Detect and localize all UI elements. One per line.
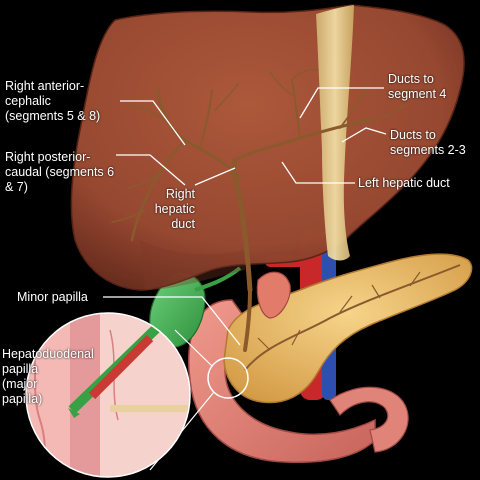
leader-right-anterior: [120, 100, 186, 146]
pancreas: [223, 253, 473, 404]
label-left-hepatic: Left hepatic duct: [358, 176, 450, 190]
leader-right-posterior: [116, 154, 186, 186]
cystic-duct: [194, 266, 242, 292]
pancreatic-duct-branches: [257, 271, 421, 351]
pancreatic-duct: [244, 264, 461, 371]
falciform-ligament: [316, 5, 354, 261]
leader-left-hepatic: [281, 161, 355, 184]
leader-seg23: [341, 127, 387, 143]
inset-pancreatic-duct: [110, 405, 190, 412]
label-right-hepatic: Right hepatic duct: [154, 187, 195, 231]
zoom-connector-2: [174, 329, 213, 367]
gallbladder: [149, 272, 206, 348]
leader-right-hepatic: [194, 167, 236, 186]
pylorus: [256, 271, 291, 319]
liver-shadow: [140, 240, 245, 290]
inset-duct-wall: [88, 334, 154, 400]
leader-seg4: [299, 87, 384, 119]
papilla-inset: [25, 312, 191, 478]
jejunum: [329, 386, 409, 453]
bile-duct-tree: [111, 68, 406, 352]
label-minor-papilla: Minor papilla: [17, 290, 88, 304]
label-right-posterior: Right posterior- caudal (segments 6 & 7): [5, 150, 115, 194]
leader-minor-papilla: [103, 296, 241, 346]
label-ducts-segment-4: Ducts to segment 4: [388, 72, 447, 101]
label-ducts-segments-2-3: Ducts to segments 2-3: [390, 128, 466, 157]
papilla-highlight: [207, 357, 249, 399]
label-hepatoduodenal-papilla: Hepatoduodenal papilla (major papilla): [2, 347, 94, 406]
leader-lines: [103, 87, 387, 346]
label-right-anterior: Right anterior- cephalic (segments 5 & 8…: [5, 79, 101, 123]
